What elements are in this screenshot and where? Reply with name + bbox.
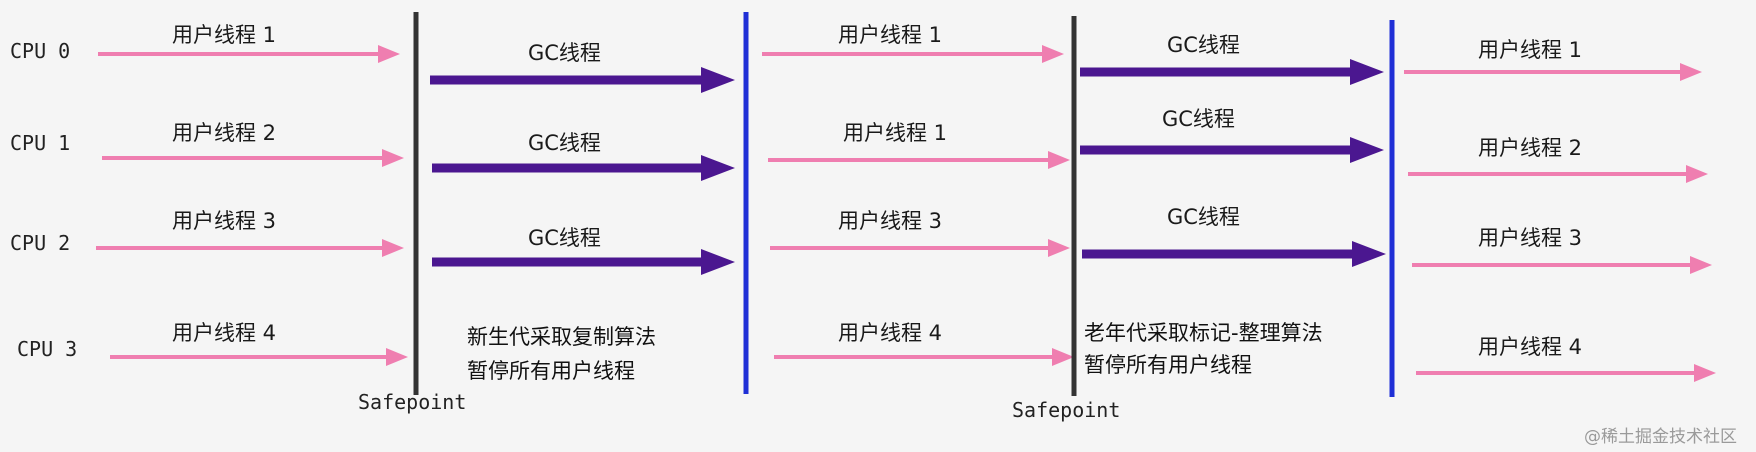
user-thread-label: 用户线程 1 <box>843 121 947 145</box>
user-thread-label: 用户线程 4 <box>172 321 276 345</box>
user-thread-label: 用户线程 3 <box>172 209 276 233</box>
young-gc-note-line: 新生代采取复制算法 <box>467 325 656 349</box>
gc-thread-arrow <box>430 67 735 93</box>
user-thread-arrow <box>768 151 1070 169</box>
user-thread-label: 用户线程 4 <box>838 321 942 345</box>
cpu-label: CPU 3 <box>17 337 77 361</box>
old-gc-note-line: 老年代采取标记-整理算法 <box>1084 321 1323 345</box>
user-thread-label: 用户线程 4 <box>1478 335 1582 359</box>
user-thread-arrow <box>1416 364 1716 382</box>
cpu-label: CPU 2 <box>10 231 70 255</box>
user-thread-arrow <box>96 239 404 257</box>
gc-thread-arrow-head <box>1350 137 1384 163</box>
safepoint-label: Safepoint <box>358 390 466 414</box>
user-thread-label: 用户线程 2 <box>172 121 276 145</box>
young-gc-note-line: 暂停所有用户线程 <box>467 359 635 383</box>
user-thread-arrow-head <box>1042 45 1064 63</box>
gc-thread-label: GC线程 <box>1167 33 1240 57</box>
user-thread-label: 用户线程 1 <box>172 23 276 47</box>
gc-thread-arrow-head <box>1350 59 1384 85</box>
user-thread-label: 用户线程 1 <box>1478 38 1582 62</box>
cpu-label: CPU 0 <box>10 39 70 63</box>
user-thread-arrow <box>102 149 404 167</box>
user-thread-arrow <box>762 45 1064 63</box>
safepoint-label: Safepoint <box>1012 398 1120 422</box>
gc-thread-arrow <box>432 155 735 181</box>
user-thread-arrow <box>110 348 408 366</box>
user-thread-label: 用户线程 3 <box>1478 226 1582 250</box>
user-thread-arrow <box>98 45 400 63</box>
user-thread-arrow-head <box>1048 239 1070 257</box>
user-thread-label: 用户线程 1 <box>838 23 942 47</box>
user-thread-arrow-head <box>382 239 404 257</box>
gc-thread-arrow-head <box>1352 241 1386 267</box>
gc-thread-arrow <box>432 249 735 275</box>
user-thread-arrow <box>1408 165 1708 183</box>
gc-thread-label: GC线程 <box>528 41 601 65</box>
user-thread-arrow-head <box>1690 256 1712 274</box>
gc-thread-label: GC线程 <box>528 131 601 155</box>
user-thread-arrow-head <box>1680 63 1702 81</box>
user-thread-arrow-head <box>1048 151 1070 169</box>
user-thread-arrow-head <box>382 149 404 167</box>
gc-thread-label: GC线程 <box>528 226 601 250</box>
gc-thread-arrow-head <box>701 155 735 181</box>
user-thread-arrow <box>770 239 1070 257</box>
old-gc-note-line: 暂停所有用户线程 <box>1084 353 1252 377</box>
gc-thread-arrow <box>1080 59 1384 85</box>
gc-thread-arrow-head <box>701 249 735 275</box>
gc-thread-arrow-head <box>701 67 735 93</box>
watermark: @稀土掘金技术社区 <box>1584 427 1737 447</box>
user-thread-label: 用户线程 2 <box>1478 136 1582 160</box>
user-thread-arrow-head <box>1052 348 1074 366</box>
user-thread-arrow <box>1412 256 1712 274</box>
user-thread-arrow <box>1404 63 1702 81</box>
gc-thread-label: GC线程 <box>1162 107 1235 131</box>
user-thread-arrow-head <box>378 45 400 63</box>
gc-thread-arrow <box>1080 137 1384 163</box>
gc-thread-label: GC线程 <box>1167 205 1240 229</box>
cpu-label: CPU 1 <box>10 131 70 155</box>
user-thread-arrow-head <box>386 348 408 366</box>
user-thread-arrow-head <box>1694 364 1716 382</box>
user-thread-arrow-head <box>1686 165 1708 183</box>
gc-thread-arrow <box>1082 241 1386 267</box>
user-thread-label: 用户线程 3 <box>838 209 942 233</box>
user-thread-arrow <box>774 348 1074 366</box>
